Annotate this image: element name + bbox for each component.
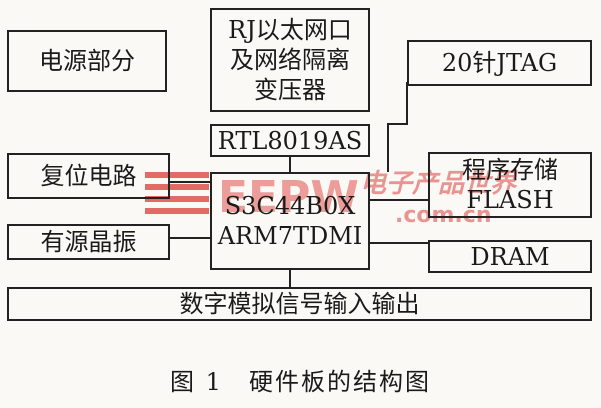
flash-block: 程序存储 FLASH bbox=[428, 152, 592, 218]
cpu-block: S3C44B0X ARM7TDMI bbox=[210, 172, 370, 270]
jtag-block: 20针JTAG bbox=[407, 40, 592, 86]
reset-label: 复位电路 bbox=[40, 162, 137, 190]
ethernet-transformer-block: RJ以太网口 及网络隔离 变压器 bbox=[210, 8, 370, 112]
io-label: 数字模拟信号输入输出 bbox=[179, 290, 420, 318]
rtl8019-block: RTL8019AS bbox=[210, 124, 370, 157]
eepw-logo-text: EEPW bbox=[218, 172, 359, 223]
jtag-cpu-line bbox=[387, 82, 408, 172]
jtag-label: 20针JTAG bbox=[441, 49, 558, 77]
oscillator-block: 有源晶振 bbox=[7, 224, 170, 260]
reset-circuit-block: 复位电路 bbox=[7, 153, 170, 199]
eepw-chinese-text: 电子产品世界 bbox=[360, 169, 518, 199]
rtl8019-label: RTL8019AS bbox=[217, 126, 363, 155]
power-block: 电源部分 bbox=[7, 30, 167, 92]
eepw-site-text: .com.cn bbox=[395, 203, 492, 228]
flash-line-1: 程序存储 bbox=[462, 156, 558, 184]
dram-block: DRAM bbox=[428, 240, 592, 273]
dram-label: DRAM bbox=[470, 242, 550, 271]
ethernet-line-2: 及网络隔离 bbox=[230, 46, 350, 74]
io-bus-block: 数字模拟信号输入输出 bbox=[7, 287, 592, 321]
flash-line-2: FLASH bbox=[466, 186, 554, 214]
ethernet-line-1: RJ以太网口 bbox=[228, 16, 352, 44]
oscillator-label: 有源晶振 bbox=[40, 228, 137, 256]
ethernet-line-3: 变压器 bbox=[254, 76, 326, 104]
power-label: 电源部分 bbox=[39, 47, 135, 75]
figure-caption: 图 1 硬件板的结构图 bbox=[170, 368, 431, 396]
cpu-line-1: S3C44B0X bbox=[224, 192, 356, 220]
cpu-line-2: ARM7TDMI bbox=[217, 222, 363, 250]
